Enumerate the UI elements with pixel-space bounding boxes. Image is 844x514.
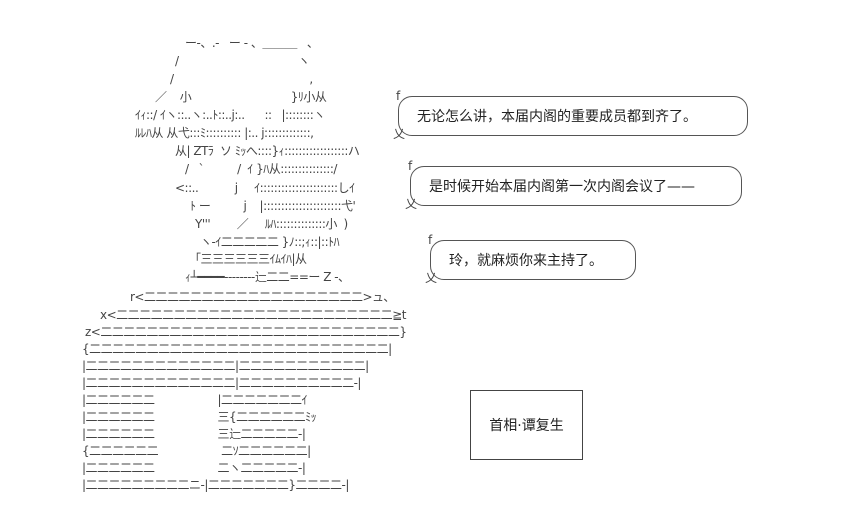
bubble-deco: f (396, 89, 401, 103)
art-line: ｨ┴━━━━-‐-‐-‐-‐辷二二==ー Z ‐、 (185, 270, 350, 284)
bubble-deco: f (428, 233, 433, 247)
art-line: <::.. j ｲ::::::::::::::::::::::しｲ (175, 181, 355, 195)
bubble-text: 是时候开始本届内阁第一次内阁会议了—— (429, 179, 695, 195)
art-line: |二二二二二二 |二二二二二二二ｲ (82, 393, 308, 407)
art-line: r<二二二二二二二二二二二二二二二二二二二>ュ、 (130, 290, 395, 304)
art-line: / ヽ (175, 54, 310, 68)
art-line: x<二二二二二二二二二二二二二二二二二二二二二二二二≧t (100, 308, 406, 322)
art-line: ／ 小 }ﾘ小从 (155, 90, 327, 104)
bubble-tail: 乂 (405, 197, 418, 211)
art-line: / ` / ｲ }ﾊ从:::::::::::::::/ (185, 162, 337, 176)
bubble-deco: f (408, 159, 413, 173)
art-line: ｲｨ::/ ｲヽ::..ヽ:..ﾄ::..j:.. :: |::::::::ヽ (135, 108, 325, 122)
nameplate: 首相·谭复生 (470, 390, 583, 460)
art-line: |二二二二二二二二二ニ-|二二二二二二二}二二二二-| (82, 478, 349, 492)
speech-bubble-1: 无论怎么讲，本届内阁的重要成员都到齐了。 (398, 96, 748, 136)
bubble-tail: 乂 (425, 271, 438, 285)
art-line: |二二二二二二二二二二二二二|二二二二二二二二二二-| (82, 376, 361, 390)
art-line: |二二二二二二二二二二二二二|二二二二二二二二二二二| (82, 359, 369, 373)
art-line: |二二二二二二 三{二二二二二二ﾐｯ (82, 410, 317, 424)
art-line: ヽ-ｲ二二二二二 }ﾉ::;ｨ::|::ﾄﾊ (200, 235, 340, 249)
art-line: {二二二二二二二二二二二二二二二二二二二二二二二二二二| (82, 342, 392, 356)
art-line: Y''' ／ ﾙﾊ::::::::::::::小 ) (195, 217, 348, 231)
speech-bubble-2: 是时候开始本届内阁第一次内阁会议了—— (410, 166, 742, 206)
art-line: / , (170, 72, 313, 86)
art-line: 从| ZTﾗ ソ ﾐｯへ::::}ｨ::::::::::::::::::ハ (175, 144, 360, 158)
art-line: ﾄ ー j |::::::::::::::::::::::弋' (190, 199, 356, 213)
art-line: z<二二二二二二二二二二二二二二二二二二二二二二二二二二} (85, 325, 407, 339)
art-line: ﾙﾚﾊ从 从弋:::ﾐ:::::::::: |:.. j::::::::::::… (135, 126, 314, 140)
bubble-text: 无论怎么讲，本届内阁的重要成员都到齐了。 (417, 109, 697, 125)
art-line: |二二二二二二 三辷二二二二二-| (82, 427, 306, 441)
art-line: ｢三三三三三三ｲﾑｲﾊ|从 (195, 252, 307, 266)
art-line: |二二二二二二 二ヽ二二二二二-| (82, 461, 306, 475)
art-line: ー-、.- ー ‐ 、＿＿＿ 、 (185, 36, 319, 50)
bubble-text: 玲，就麻烦你来主持了。 (449, 253, 603, 269)
nameplate-text: 首相·谭复生 (489, 418, 564, 434)
speech-bubble-3: 玲，就麻烦你来主持了。 (430, 240, 636, 280)
bubble-tail: 乂 (393, 127, 406, 141)
art-line: {二二二二二二 二ｿ二二二二二二| (82, 444, 311, 458)
